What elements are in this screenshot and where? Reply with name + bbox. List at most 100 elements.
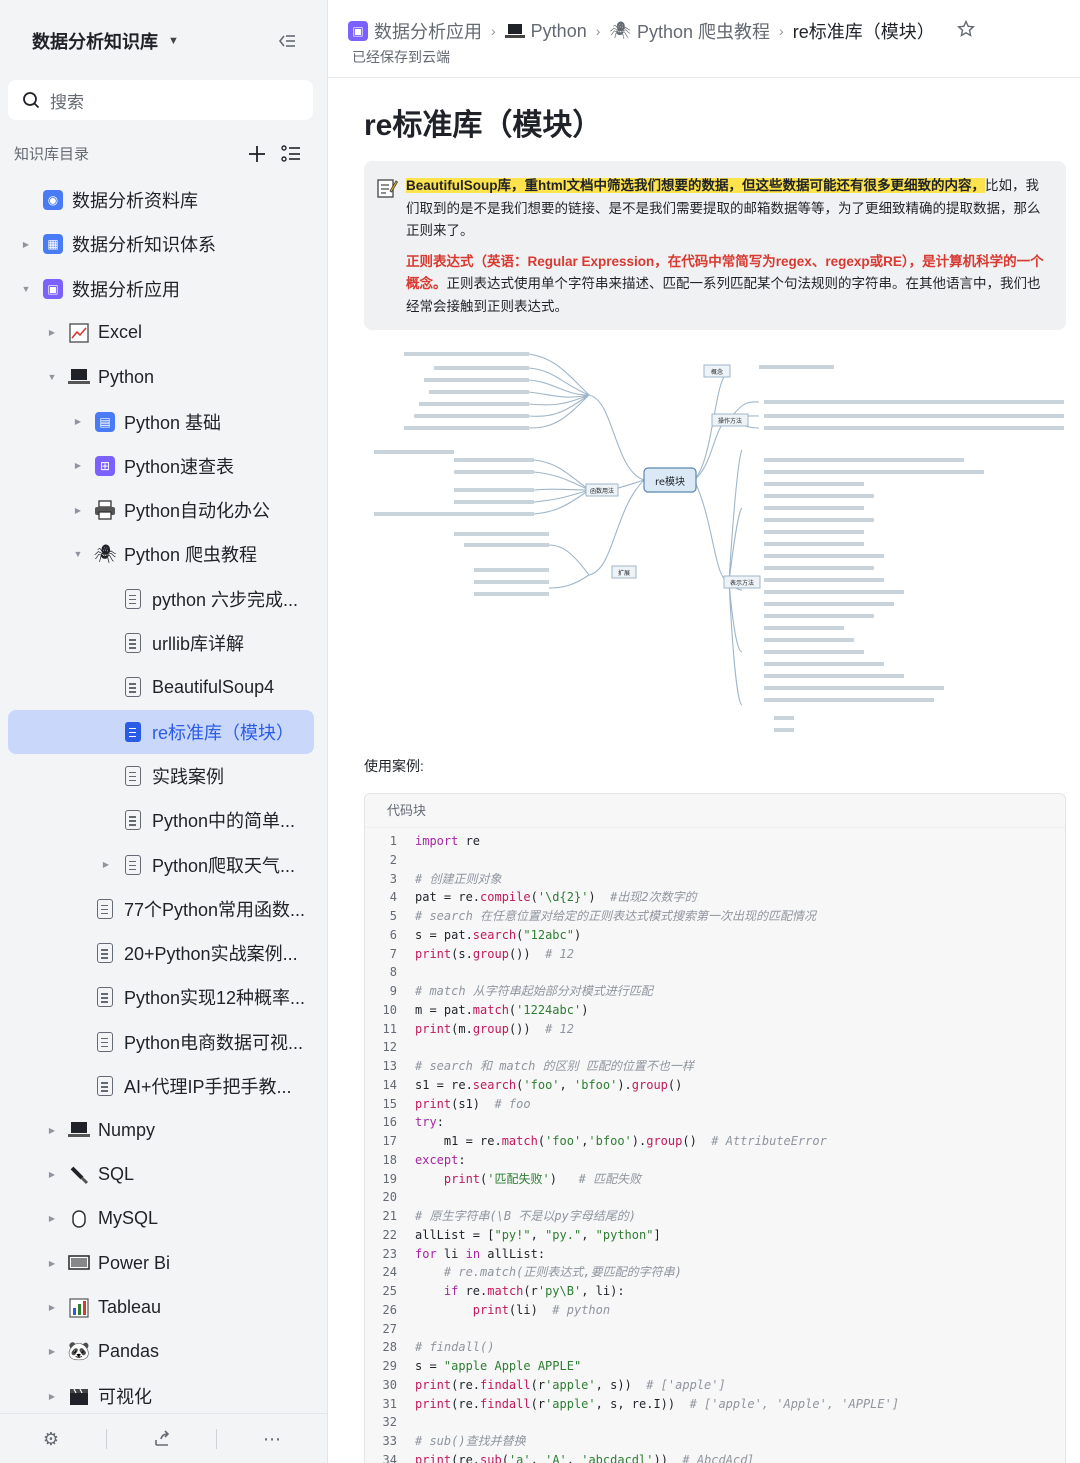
tree-item[interactable]: python 六步完成...	[8, 577, 314, 621]
printer-icon	[94, 499, 116, 521]
doc-icon	[122, 809, 144, 831]
breadcrumb-item-current[interactable]: re标准库（模块）	[793, 18, 935, 44]
tree-item[interactable]: BeautifulSoup4	[8, 665, 314, 709]
chevron-right-icon[interactable]: ▶	[74, 461, 82, 471]
chevron-right-icon[interactable]: ▶	[48, 1170, 56, 1180]
tree-item-label: 数据分析资料库	[72, 191, 198, 211]
tree-item[interactable]: ▶Python爬取天气...	[8, 843, 314, 887]
chevron-right-icon[interactable]: ▶	[48, 1125, 56, 1135]
code-line: 2	[365, 851, 1065, 870]
tree-item[interactable]: ▶Excel	[8, 311, 314, 355]
bug-icon: 🕷	[93, 543, 117, 564]
code-line: 32	[365, 1413, 1065, 1432]
code-text: # sub()查找并替换	[415, 1434, 526, 1448]
breadcrumb: ▣ 数据分析应用 › Python › 🕷 Python 爬虫教程 › re标准…	[348, 18, 975, 44]
code-text: print(re.findall(r'apple', s, re.I)) # […	[415, 1396, 900, 1411]
breadcrumb-item-app[interactable]: ▣ 数据分析应用	[348, 18, 482, 44]
doc-icon	[122, 676, 144, 698]
chevron-right-icon: ›	[491, 23, 496, 39]
mindmap-branch: 扩展	[618, 569, 630, 577]
tree-item[interactable]: Python电商数据可视...	[8, 1020, 314, 1064]
tree-item[interactable]: urllib库详解	[8, 621, 314, 665]
tree-item[interactable]: ▶可视化	[8, 1374, 314, 1418]
chevron-right-icon[interactable]: ▶	[48, 1391, 56, 1401]
code-text: print(s.group()) # 12	[415, 946, 574, 961]
tree-item[interactable]: ▶⊞Python速查表	[8, 444, 314, 488]
code-text: print(re.findall(r'apple', s)) # ['apple…	[415, 1377, 726, 1392]
tree-item[interactable]: 实践案例	[8, 754, 314, 798]
clapper-icon	[68, 1385, 90, 1407]
chevron-right-icon[interactable]: ▶	[48, 1258, 56, 1268]
tree-item[interactable]: ◉数据分析资料库	[8, 178, 314, 222]
chevron-right-icon[interactable]: ▶	[48, 1347, 56, 1357]
tree-item-label: Python 爬虫教程	[124, 545, 258, 566]
code-line: 19 print('匹配失败') # 匹配失败	[365, 1170, 1065, 1189]
sidebar: 数据分析知识库 ▼ 搜索 知识库目录 ◉数据分析资料库▶▦数据分析知识体系▼▣数…	[0, 0, 328, 1463]
caret-down-icon: ▼	[168, 35, 179, 47]
chevron-down-icon[interactable]: ▼	[21, 283, 31, 294]
tree-item[interactable]: ▶MySQL	[8, 1197, 314, 1241]
tree-item[interactable]: ▼Python	[8, 355, 314, 399]
tree-item[interactable]: 20+Python实战案例...	[8, 931, 314, 975]
list-view-icon[interactable]	[280, 144, 302, 164]
collapse-sidebar-icon[interactable]	[276, 30, 298, 52]
tree-item[interactable]: ▶🐼Pandas	[8, 1330, 314, 1374]
tree-item[interactable]: Python实现12种概率...	[8, 975, 314, 1019]
tree-item[interactable]: Python中的简单...	[8, 798, 314, 842]
chevron-right-icon[interactable]: ▶	[74, 417, 82, 426]
tree-item[interactable]: ▼▣数据分析应用	[8, 267, 314, 311]
kb-switcher[interactable]: 数据分析知识库 ▼	[32, 26, 179, 56]
settings-icon[interactable]: ⚙	[42, 1428, 60, 1449]
tree-item[interactable]: ▶▤Python 基础	[8, 400, 314, 444]
code-text: # match 从字符串起始部分对模式进行匹配	[415, 984, 653, 998]
mindmap-image: re模块 概念 操作方法 表示方法 函数用法 扩展	[374, 352, 1064, 732]
star-icon[interactable]	[956, 19, 975, 43]
line-number: 16	[382, 1115, 397, 1130]
add-icon[interactable]	[247, 144, 267, 164]
chevron-down-icon[interactable]: ▼	[47, 372, 57, 383]
tree-item[interactable]: ▼ 🕷 Python 爬虫教程	[8, 532, 314, 576]
chevron-right-icon[interactable]: ▶	[48, 1214, 56, 1224]
brush-icon	[68, 1164, 90, 1186]
code-text: s = pat.search("12abc")	[415, 927, 582, 942]
kb-name: 数据分析知识库	[32, 32, 158, 52]
tree-item[interactable]: ▶Tableau	[8, 1286, 314, 1330]
code-text: # 创建正则对象	[415, 871, 502, 886]
share-icon[interactable]	[151, 1428, 173, 1450]
doc-icon	[122, 721, 144, 743]
chevron-right-icon[interactable]: ▶	[48, 1303, 56, 1312]
tree-item-label: urllib库详解	[152, 634, 245, 654]
line-number: 8	[389, 965, 397, 980]
tree-item[interactable]: 77个Python常用函数...	[8, 887, 314, 931]
chevron-right-icon[interactable]: ▶	[48, 328, 56, 338]
line-number: 34	[382, 1452, 397, 1463]
tree-item[interactable]: ▶Python自动化办公	[8, 488, 314, 532]
more-icon[interactable]: ⋯	[263, 1428, 281, 1449]
tree-item[interactable]: ▶▦数据分析知识体系	[8, 222, 314, 266]
tree-item[interactable]: ▶SQL	[8, 1153, 314, 1197]
tree-item[interactable]: ▶Power Bi	[8, 1241, 314, 1285]
chart-icon	[68, 322, 90, 344]
search-input[interactable]: 搜索	[8, 80, 313, 120]
chevron-down-icon[interactable]: ▼	[73, 549, 83, 560]
tree-item[interactable]: re标准库（模块）	[8, 709, 314, 754]
red-text: 正则表达式（英语：Regular Expression，在代码中常简写为rege…	[406, 253, 1044, 292]
chevron-right-icon[interactable]: ▶	[102, 860, 110, 869]
line-number: 2	[389, 852, 397, 867]
chevron-right-icon[interactable]: ▶	[74, 505, 82, 515]
chevron-right-icon[interactable]: ▶	[22, 239, 30, 249]
search-icon	[23, 92, 40, 109]
tree-item[interactable]: AI+代理IP手把手教...	[8, 1064, 314, 1108]
code-line: 13# search 和 match 的区别 匹配的位置不也一样	[365, 1057, 1065, 1076]
tree-item[interactable]: ▶Numpy	[8, 1108, 314, 1152]
breadcrumb-item-python[interactable]: Python	[504, 21, 587, 42]
code-text: print(s1) # foo	[415, 1096, 531, 1111]
breadcrumb-item-crawler[interactable]: 🕷 Python 爬虫教程	[609, 18, 770, 44]
